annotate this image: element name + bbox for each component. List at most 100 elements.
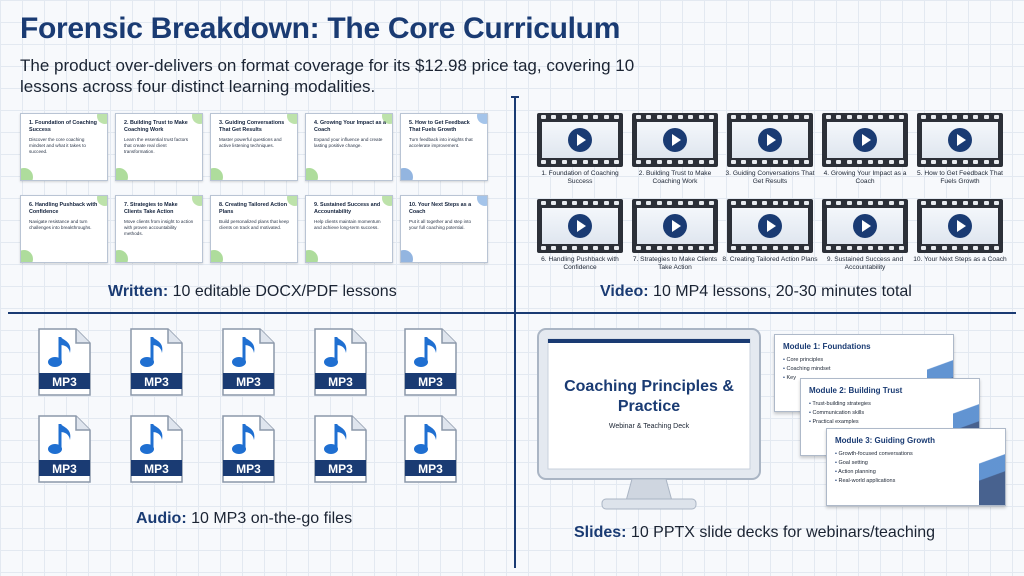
audio-caption: Audio: 10 MP3 on-the-go files [136, 510, 352, 528]
lesson-card: 5. How to Get Feedback That Fuels Growth… [400, 113, 488, 181]
lesson-card-desc: Build personalized plans that keep clien… [219, 219, 289, 231]
lesson-card-desc: Help clients maintain momentum and achie… [314, 219, 381, 231]
mp3-file-icon[interactable]: MP3 [402, 327, 458, 397]
audio-caption-label: Audio: [136, 510, 187, 527]
video-thumbnail[interactable] [917, 113, 1003, 167]
mp3-label: MP3 [236, 462, 261, 476]
mp3-file-icon[interactable]: MP3 [312, 327, 368, 397]
play-icon[interactable] [948, 214, 972, 238]
video-title: 7. Strategies to Make Clients Take Actio… [632, 256, 718, 271]
lesson-card-desc: Put it all together and step into your f… [409, 219, 472, 231]
slide-deck-title: Module 2: Building Trust [809, 386, 903, 395]
music-note-icon [48, 424, 71, 454]
video-thumbnail[interactable] [727, 199, 813, 253]
slide-deck-bullet: Goal setting [835, 459, 997, 468]
video-thumbnail[interactable] [632, 199, 718, 253]
lesson-card: 3. Guiding Conversations That Get Result… [210, 113, 298, 181]
lesson-card-title: 8. Creating Tailored Action Plans [219, 202, 287, 215]
mp3-file-icon[interactable]: MP3 [402, 414, 458, 484]
video-thumbnail[interactable] [537, 199, 623, 253]
play-icon[interactable] [758, 128, 782, 152]
video-title: 3. Guiding Conversations That Get Result… [725, 170, 815, 185]
monitor-icon: Coaching Principles & Practice Webinar &… [536, 327, 762, 518]
video-thumbnail[interactable] [537, 113, 623, 167]
slide-deck-bullet: Practical examples [809, 418, 971, 427]
lesson-card-desc: Learn the essential trust factors that c… [124, 137, 189, 155]
lesson-card-title: 4. Growing Your Impact as a Coach [314, 120, 386, 133]
slides-caption-label: Slides: [574, 524, 627, 541]
video-title: 8. Creating Tailored Action Plans [722, 256, 818, 263]
mp3-file-icon[interactable]: MP3 [36, 414, 92, 484]
video-thumbnail[interactable] [917, 199, 1003, 253]
mp3-label: MP3 [328, 462, 353, 476]
lesson-card-desc: Move clients from insight to action with… [124, 219, 194, 237]
slide-deck-bullet: Growth-focused conversations [835, 450, 997, 459]
mp3-file-icon[interactable]: MP3 [220, 414, 276, 484]
quadrant-divider-horizontal [8, 312, 1016, 314]
lesson-card-desc: Turn feedback into insights that acceler… [409, 137, 473, 149]
page-subtitle: The product over-delivers on format cove… [20, 56, 635, 96]
slide-deck-bullet: Real-world applications [835, 477, 997, 486]
video-thumbnail[interactable] [822, 113, 908, 167]
lesson-card-desc: Expand your influence and create lasting… [314, 137, 383, 149]
video-caption-text: 10 MP4 lessons, 20-30 minutes total [648, 283, 912, 300]
play-icon[interactable] [663, 214, 687, 238]
slides-caption-text: 10 PPTX slide decks for webinars/teachin… [626, 524, 936, 541]
music-note-icon [48, 337, 71, 367]
video-caption-label: Video: [600, 283, 649, 300]
play-icon[interactable] [663, 128, 687, 152]
music-note-icon [414, 337, 437, 367]
lesson-card-desc: Master powerful questions and active lis… [219, 137, 282, 149]
music-note-icon [232, 337, 255, 367]
slide-deck-bullets: Trust-building strategiesCommunication s… [809, 400, 971, 427]
lesson-card-title: 3. Guiding Conversations That Get Result… [219, 120, 285, 133]
mp3-file-icon[interactable]: MP3 [128, 327, 184, 397]
mp3-label: MP3 [418, 375, 443, 389]
video-title: 1. Foundation of Coaching Success [541, 170, 619, 185]
music-note-icon [140, 337, 163, 367]
slide-deck-module-3[interactable]: Module 3: Guiding GrowthGrowth-focused c… [826, 428, 1006, 506]
slide-deck-bullet: Coaching mindset [783, 365, 945, 374]
mp3-file-icon[interactable]: MP3 [220, 327, 276, 397]
written-caption-text: 10 editable DOCX/PDF lessons [168, 283, 397, 300]
mp3-label: MP3 [328, 375, 353, 389]
written-caption: Written: 10 editable DOCX/PDF lessons [108, 283, 397, 301]
play-icon[interactable] [568, 128, 592, 152]
music-note-icon [232, 424, 255, 454]
video-title: 2. Building Trust to Make Coaching Work [638, 170, 712, 185]
mp3-label: MP3 [52, 375, 77, 389]
slide-deck-bullet: Action planning [835, 468, 997, 477]
slide-deck-bullets: Core principlesCoaching mindsetKey [783, 356, 945, 383]
mp3-label: MP3 [418, 462, 443, 476]
monitor-title: Coaching Principles & Practice [564, 378, 734, 415]
mp3-file-icon[interactable]: MP3 [36, 327, 92, 397]
video-title: 9. Sustained Success and Accountability [826, 256, 904, 271]
video-title: 5. How to Get Feedback That Fuels Growth [916, 170, 1003, 185]
video-thumbnail[interactable] [822, 199, 908, 253]
quadrant-divider-vertical [511, 96, 519, 568]
play-icon[interactable] [853, 128, 877, 152]
play-icon[interactable] [853, 214, 877, 238]
lesson-card-title: 1. Foundation of Coaching Success [29, 120, 97, 133]
slide-deck-title: Module 3: Guiding Growth [835, 436, 935, 445]
lesson-card: 7. Strategies to Make Clients Take Actio… [115, 195, 203, 263]
mp3-file-icon[interactable]: MP3 [128, 414, 184, 484]
music-note-icon [324, 337, 347, 367]
music-note-icon [324, 424, 347, 454]
play-icon[interactable] [948, 128, 972, 152]
video-title: 6. Handling Pushback with Confidence [541, 256, 619, 271]
play-icon[interactable] [758, 214, 782, 238]
video-thumbnail[interactable] [727, 113, 813, 167]
play-icon[interactable] [568, 214, 592, 238]
video-thumbnail[interactable] [632, 113, 718, 167]
written-caption-label: Written: [108, 283, 169, 300]
slide-deck-bullets: Growth-focused conversationsGoal setting… [835, 450, 997, 486]
lesson-card-title: 2. Building Trust to Make Coaching Work [124, 120, 188, 133]
slide-deck-bullet: Communication skills [809, 409, 971, 418]
mp3-file-icon[interactable]: MP3 [312, 414, 368, 484]
